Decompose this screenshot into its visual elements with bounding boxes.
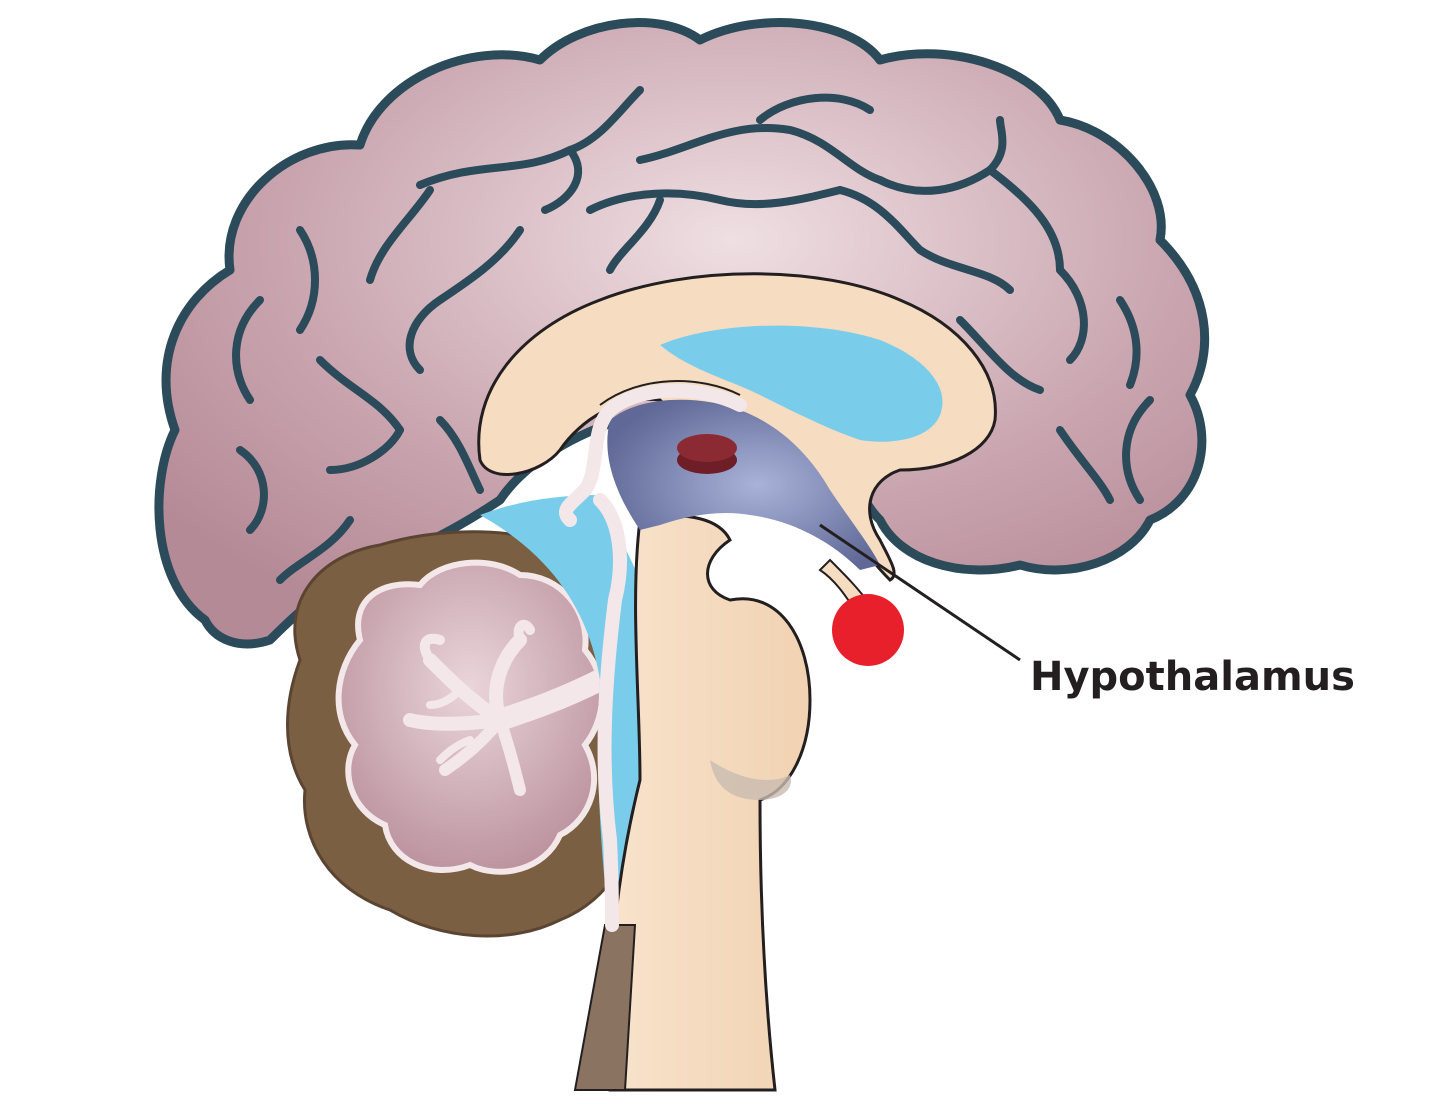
brainstem [607,514,812,1092]
sulci [232,86,1154,584]
hypothalamus-leader-line [819,523,1021,662]
arbor-vitae [403,619,611,796]
spinal-canal [573,924,637,1091]
fornix [559,383,747,527]
fornix-outline [599,380,741,406]
cerebral-aqueduct [593,493,627,932]
lateral-ventricle [660,325,943,442]
thalamus [607,399,880,570]
pituitary-gland [832,594,904,666]
hypothalamus-label: Hypothalamus [1030,654,1355,700]
pineal-gland [677,434,737,474]
pons-shadow [710,760,791,800]
